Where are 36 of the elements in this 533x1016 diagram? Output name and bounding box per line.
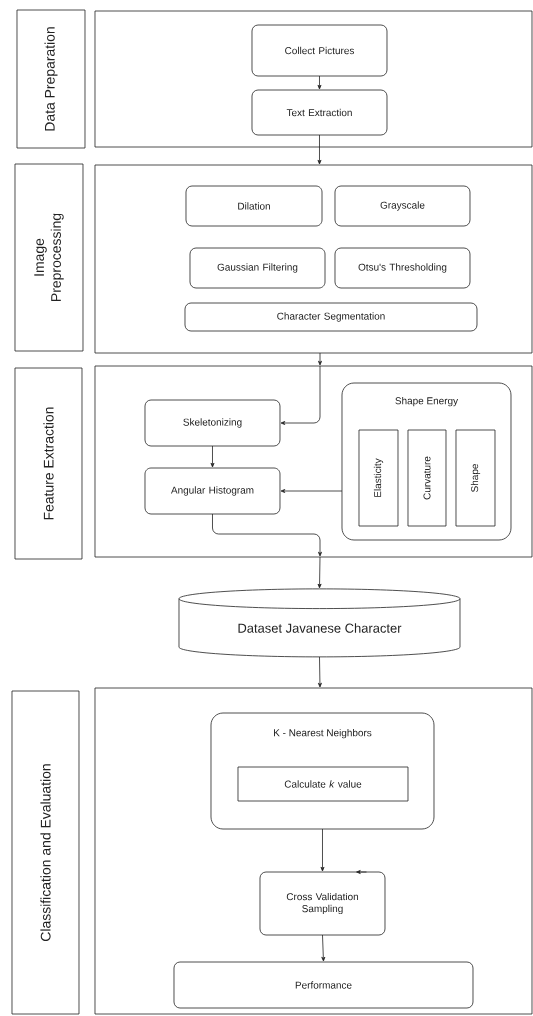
arrow [317, 134, 322, 165]
lane-label: Classification and Evaluation [11, 690, 80, 1015]
lane-label: Data Preparation [16, 9, 86, 149]
arrow [318, 352, 322, 366]
process-box: Collect Pictures [251, 24, 388, 77]
database-cylinder: Dataset Javanese Character [178, 588, 461, 658]
arrow [317, 656, 322, 688]
arrow [317, 75, 322, 90]
process-box: Angular Histogram [144, 467, 281, 515]
arrow [317, 556, 322, 589]
lane-panel [94, 10, 533, 148]
feature-box: Shape [455, 429, 496, 527]
process-box: Grayscale [334, 185, 471, 227]
arrow [280, 365, 321, 425]
lane-panel [94, 687, 533, 1015]
process-box: Text Extraction [251, 89, 388, 136]
feature-box: Curvature [407, 429, 447, 527]
feature-box: Elasticity [358, 429, 399, 527]
process-box: Performance [173, 961, 474, 1009]
arrow [321, 934, 326, 962]
process-box: Otsu's Thresholding [334, 247, 471, 289]
process-box: Dilation [185, 185, 323, 227]
arrow [212, 513, 322, 557]
process-box: Character Segmentation [184, 302, 478, 332]
lane-panel [94, 365, 533, 558]
process-box: Cross Validation Sampling [259, 871, 386, 936]
arrow [280, 489, 343, 493]
lane-label: Feature Extraction [14, 367, 83, 560]
process-box: Gaussian Filtering [189, 247, 326, 289]
arrow [320, 828, 325, 872]
arrow [210, 445, 215, 468]
process-box: Calculate k value [237, 766, 409, 802]
process-box: Skeletonizing [144, 399, 281, 447]
lane-panel [94, 164, 533, 354]
lane-label: Image Preprocessing [14, 163, 84, 352]
arrow [356, 870, 367, 874]
